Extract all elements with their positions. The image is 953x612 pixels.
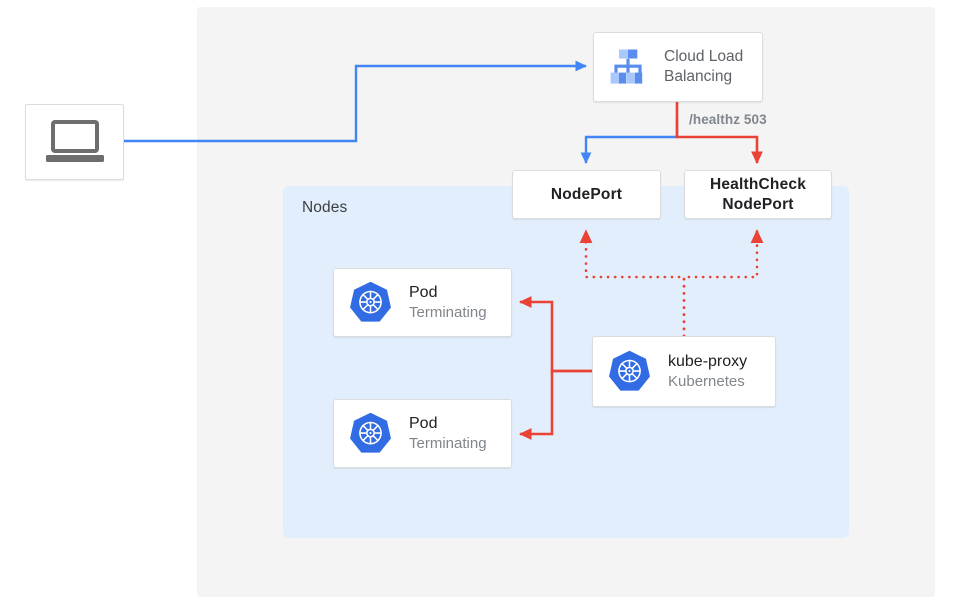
clb-title-line2: Balancing	[664, 68, 733, 85]
laptop-icon	[45, 120, 104, 164]
kube-proxy-title: kube-proxy	[668, 352, 748, 370]
kubernetes-icon	[350, 281, 391, 322]
nodeport-label: NodePort	[550, 185, 623, 203]
clb-title-line1: Cloud Load	[664, 48, 744, 66]
pod-2-subtitle: Terminating	[409, 435, 487, 453]
kubernetes-icon	[350, 412, 391, 453]
pod-node-1[interactable]: Pod Terminating	[333, 268, 512, 337]
healthcheck-nodeport-node[interactable]: HealthCheck NodePort	[684, 170, 832, 219]
kubernetes-icon	[609, 350, 650, 391]
kube-proxy-subtitle: Kubernetes	[668, 373, 745, 391]
pod-node-2[interactable]: Pod Terminating	[333, 399, 512, 468]
nodeport-node[interactable]: NodePort	[512, 170, 661, 219]
pod-1-title: Pod	[409, 283, 438, 301]
cloud-load-balancing-icon	[610, 49, 643, 84]
laptop-base	[45, 155, 104, 162]
nodes-region-label: Nodes	[302, 199, 348, 216]
healthz-edge-label: /healthz 503	[689, 112, 767, 127]
pod-1-subtitle: Terminating	[409, 304, 487, 322]
kube-proxy-node[interactable]: kube-proxy Kubernetes	[592, 336, 776, 407]
healthcheck-label-line1: HealthCheck	[709, 176, 807, 194]
client-node[interactable]	[25, 104, 124, 180]
healthcheck-label-line2: NodePort	[722, 195, 794, 213]
cloud-load-balancing-node[interactable]: Cloud Load Balancing	[593, 32, 763, 102]
pod-2-title: Pod	[409, 414, 438, 432]
laptop-screen	[50, 120, 99, 153]
